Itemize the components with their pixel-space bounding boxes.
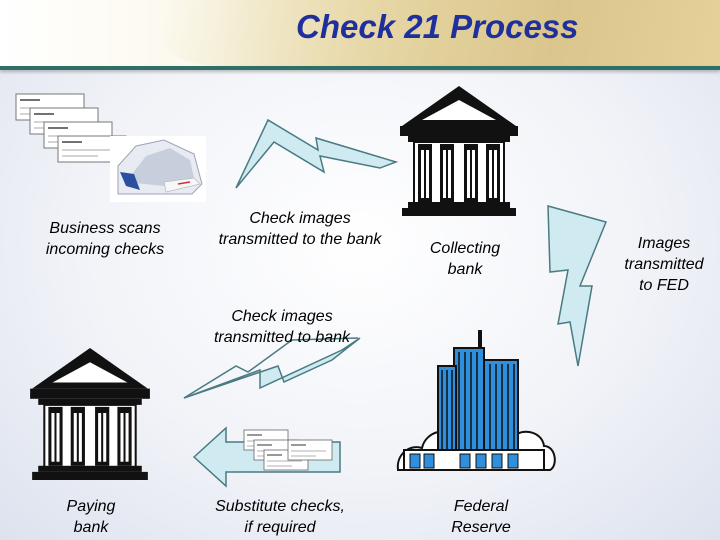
- label-transmitted-to-bank: Check images transmitted to bank: [213, 308, 351, 346]
- check-scanner-illustration: [15, 93, 206, 202]
- scanner-device: [110, 136, 206, 202]
- substitute-checks-arrow: [192, 426, 341, 488]
- transmit-to-bank-bolt: [235, 118, 399, 189]
- label-paying-bank: Paying bank: [66, 498, 116, 536]
- paying-bank-icon: [30, 348, 150, 480]
- label-transmitted-to-the-bank: Check images transmitted to the bank: [218, 210, 382, 248]
- header-divider: [0, 66, 720, 70]
- label-federal-reserve: Federal Reserve: [451, 498, 511, 536]
- transmit-to-fed-bolt: [547, 205, 608, 367]
- page-title: Check 21 Process: [296, 8, 579, 45]
- transmit-to-paying-bank-bolt: [183, 337, 361, 399]
- header-band: [0, 0, 720, 66]
- label-business-scans: Business scans incoming checks: [45, 220, 165, 258]
- substitute-checks-stack: [243, 429, 333, 471]
- label-images-transmitted-fed: Images transmitted to FED: [624, 235, 704, 294]
- federal-reserve-icon: [396, 330, 556, 471]
- label-substitute-checks: Substitute checks, if required: [215, 498, 345, 536]
- collecting-bank-icon: [400, 86, 518, 216]
- stacked-checks: [15, 93, 127, 163]
- label-collecting-bank: Collecting bank: [429, 240, 501, 278]
